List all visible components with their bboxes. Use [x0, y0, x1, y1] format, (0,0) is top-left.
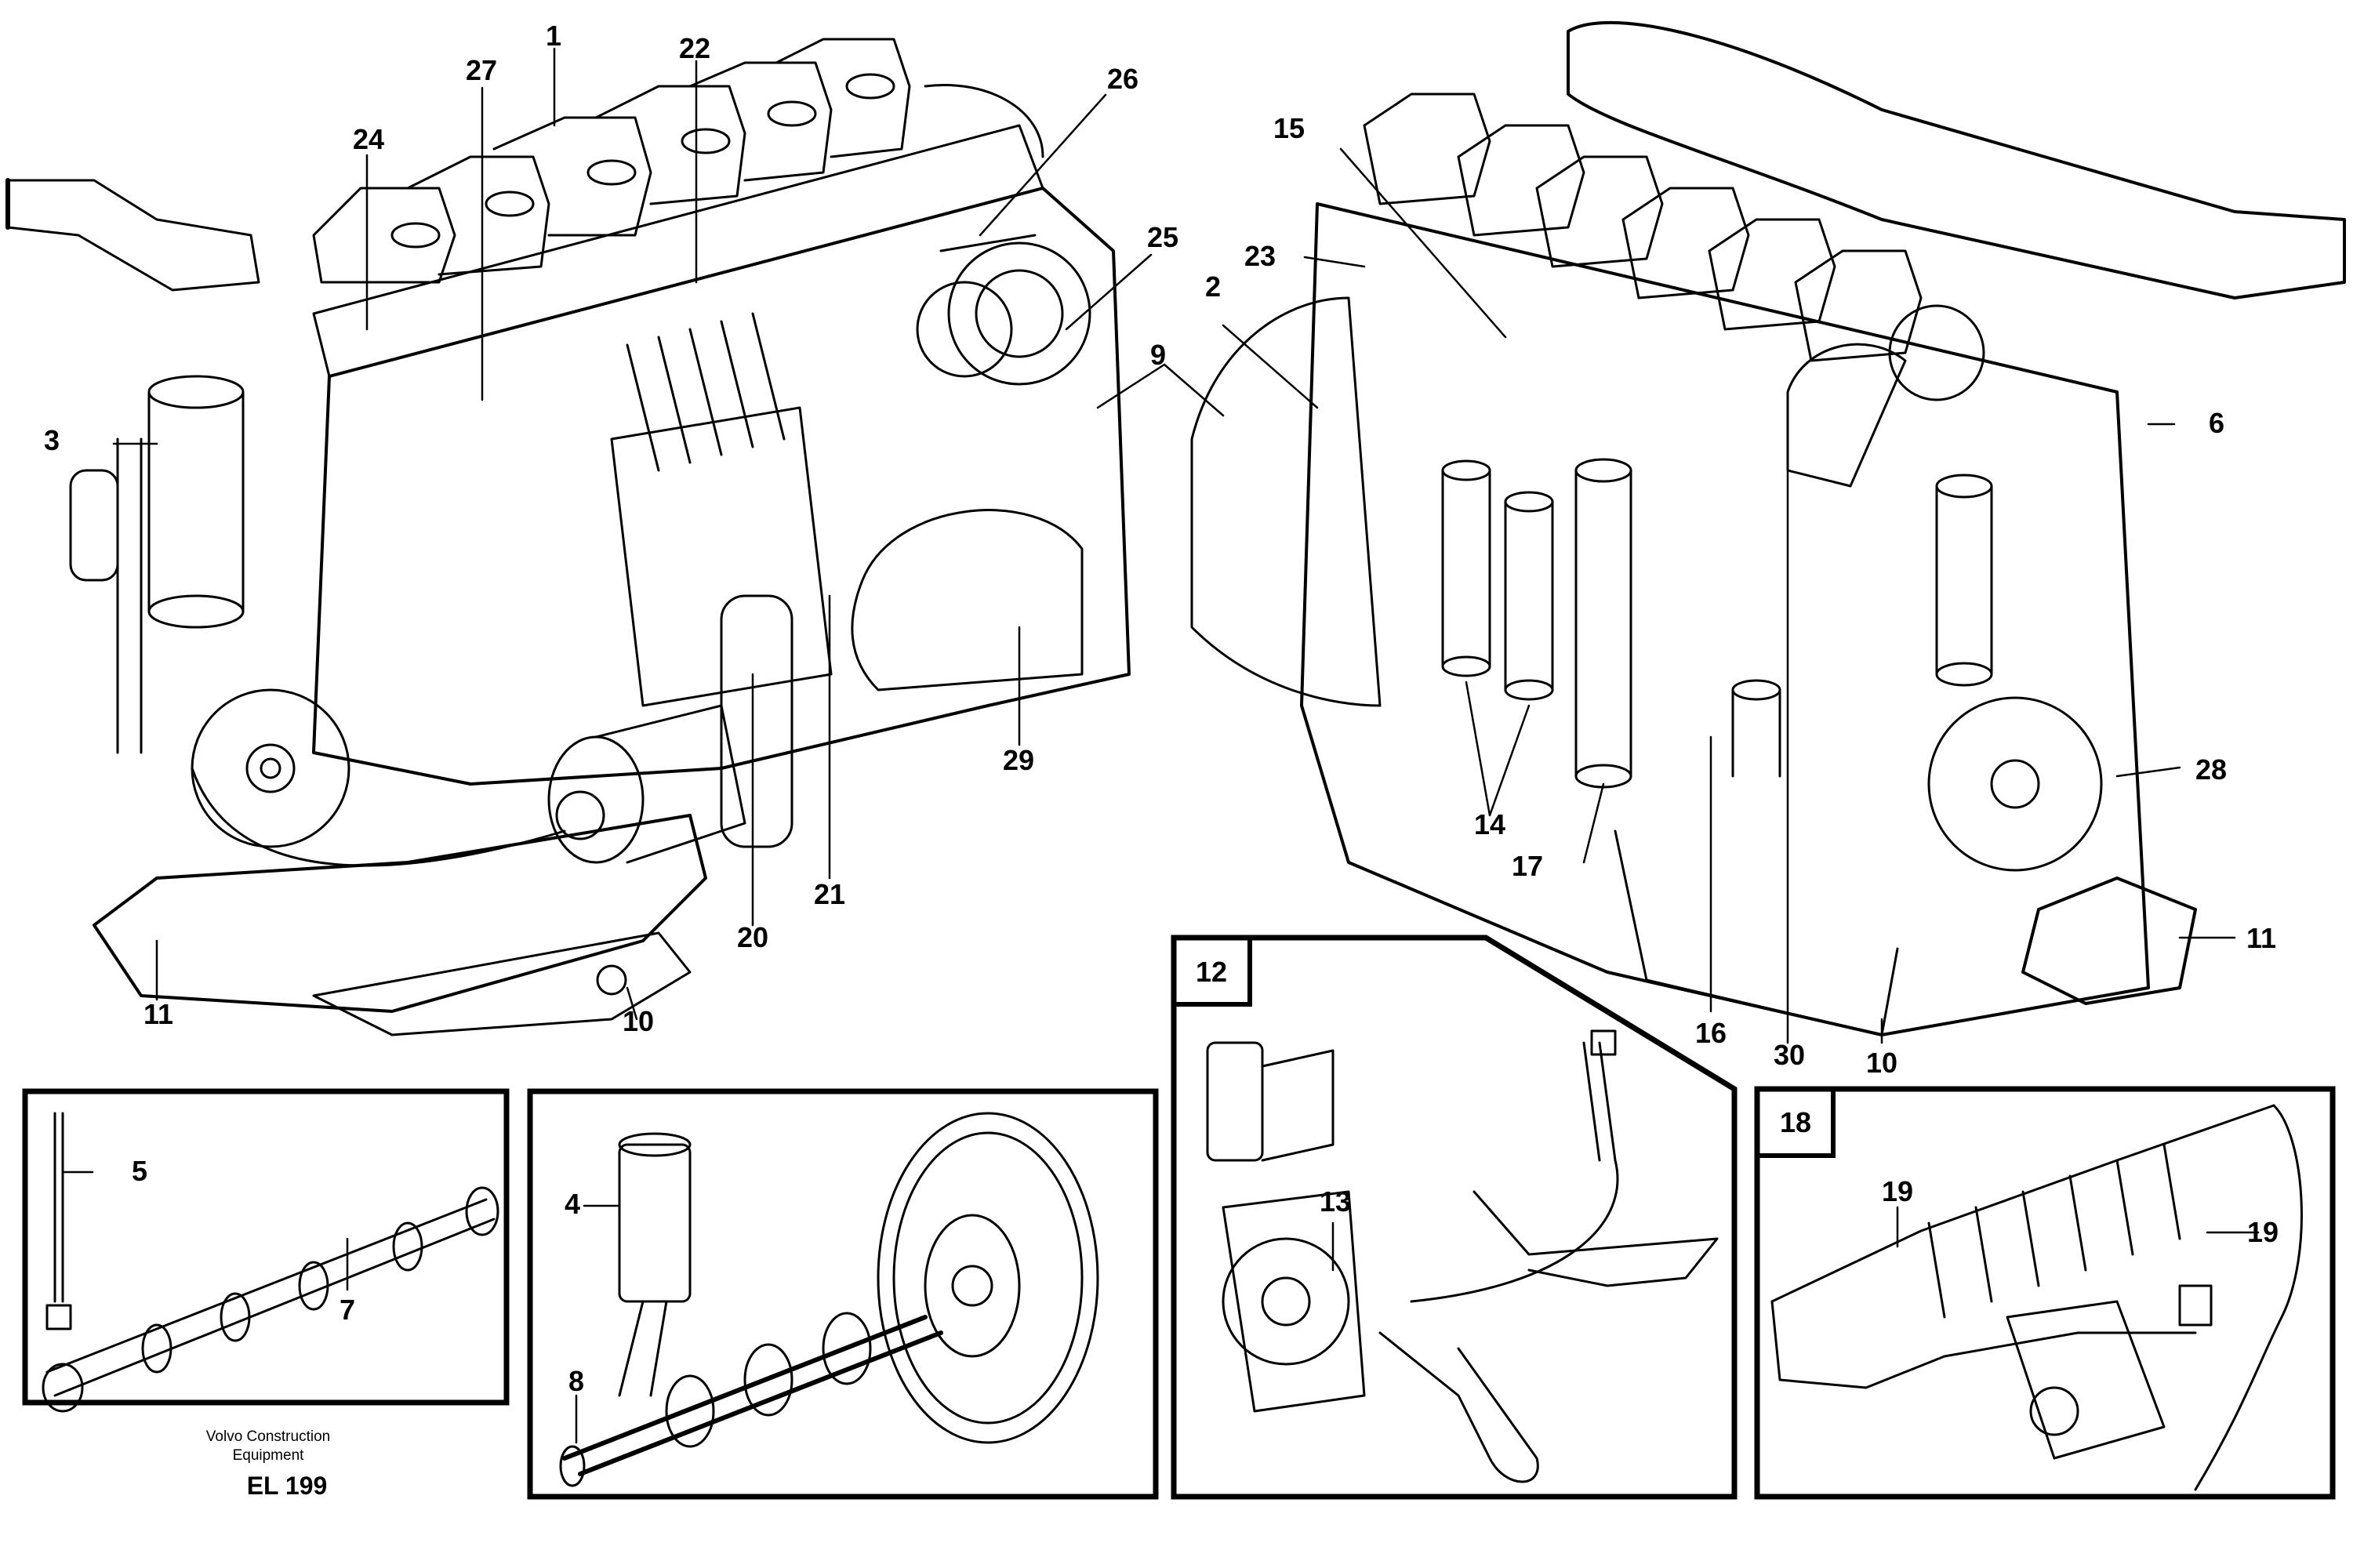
- callout-1: 1: [546, 20, 561, 52]
- callout-11b: 11: [2246, 922, 2276, 954]
- callout-25: 25: [1147, 221, 1178, 253]
- callout-15: 15: [1273, 112, 1305, 144]
- callout-19a: 19: [1882, 1175, 1913, 1207]
- camshaft-inset: [22, 1088, 510, 1413]
- callout-24: 24: [353, 123, 384, 155]
- callout-18: 18: [1780, 1106, 1811, 1138]
- wiring-harness-inset: [1754, 1086, 2336, 1500]
- callout-27: 27: [466, 54, 497, 86]
- right-valve-covers: [1363, 93, 1923, 362]
- oil-pump-inset: [1171, 935, 1738, 1500]
- callout-16: 16: [1695, 1017, 1727, 1049]
- callout-3: 3: [44, 424, 60, 456]
- publisher-name-line1: Volvo Construction: [206, 1428, 330, 1445]
- callout-20: 20: [737, 921, 768, 953]
- left-turbocharger: [916, 234, 1091, 386]
- callout-8: 8: [568, 1365, 584, 1397]
- left-valve-covers: [312, 38, 911, 284]
- callout-29: 29: [1003, 744, 1034, 776]
- callout-4: 4: [565, 1188, 580, 1220]
- callout-17: 17: [1512, 850, 1543, 882]
- callout-14: 14: [1474, 808, 1505, 840]
- callout-28: 28: [2195, 753, 2227, 786]
- leader-lines: [61, 47, 2260, 1444]
- left-oil-filter: [147, 375, 245, 629]
- callout-13: 13: [1320, 1185, 1351, 1218]
- callout-12: 12: [1196, 956, 1227, 988]
- figure-code: EL 199: [247, 1472, 328, 1500]
- right-engine-drawing: [1190, 20, 2346, 1036]
- callout-30: 30: [1774, 1039, 1805, 1071]
- callout-2: 2: [1205, 270, 1221, 303]
- callout-26: 26: [1107, 63, 1138, 95]
- callout-11a: 11: [143, 998, 173, 1030]
- callout-7: 7: [340, 1294, 355, 1326]
- callout-10a: 10: [623, 1005, 654, 1037]
- callout-6: 6: [2209, 407, 2224, 439]
- callout-23: 23: [1244, 240, 1276, 272]
- right-filters: [1441, 458, 1993, 789]
- left-crank-pulley: [191, 688, 350, 848]
- callout-22: 22: [679, 32, 710, 64]
- right-crank-pulley: [1927, 696, 2103, 872]
- callout-labels: 1 2 3 4 5 6 7 8 9 10 10 11 11 12 13 14 1…: [44, 20, 2279, 1397]
- callout-21: 21: [814, 878, 845, 910]
- left-engine-drawing: [5, 38, 1131, 1036]
- callout-5: 5: [132, 1155, 147, 1187]
- left-alternator: [547, 704, 746, 864]
- callout-19b: 19: [2247, 1216, 2279, 1248]
- callout-9: 9: [1150, 339, 1166, 371]
- crankshaft-inset: [527, 1088, 1159, 1500]
- publisher-footer: Volvo Construction Equipment EL 199: [206, 1428, 330, 1500]
- publisher-name-line2: Equipment: [233, 1447, 305, 1464]
- callout-10b: 10: [1866, 1047, 1897, 1079]
